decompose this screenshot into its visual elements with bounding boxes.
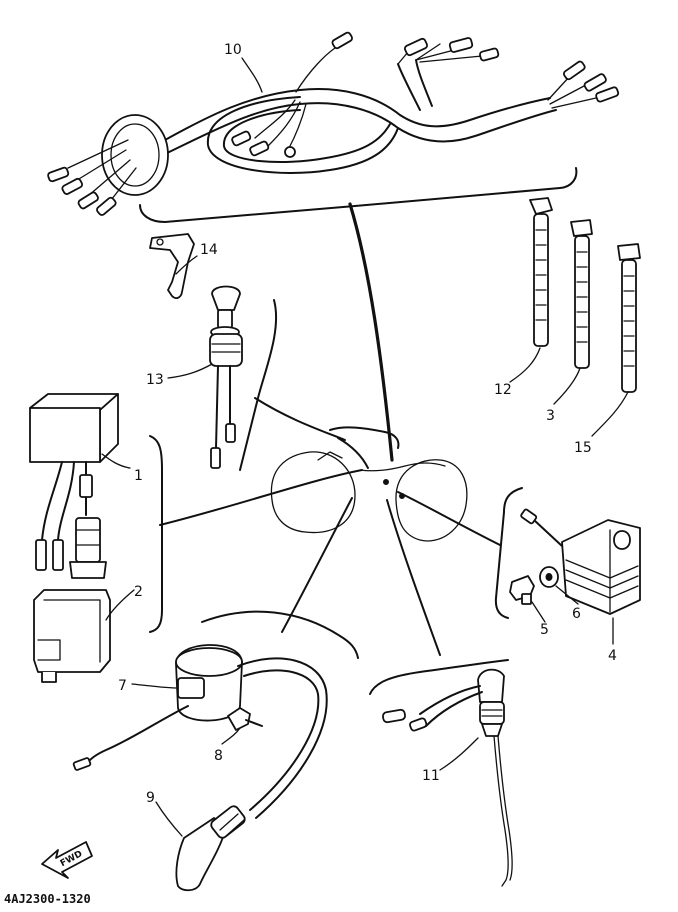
- wire-harness-10: [47, 31, 620, 223]
- rubber-cover-2: [33, 589, 111, 683]
- callout-leaders: [101, 57, 629, 837]
- part-label-7: 7: [118, 678, 127, 694]
- part-label-8: 8: [214, 748, 223, 764]
- part-label-10: 10: [224, 42, 242, 58]
- bracket-14: [149, 233, 195, 299]
- forward-arrow-icon: FWD: [41, 841, 93, 879]
- ignition-coil-7: [72, 610, 359, 819]
- regulator-4: [494, 487, 641, 619]
- drawing-code: 4AJ2300-1320: [4, 892, 91, 906]
- neutral-switch-11: [369, 659, 513, 887]
- part-label-11: 11: [422, 768, 440, 784]
- switch-13: [209, 285, 278, 471]
- part-label-3: 3: [546, 408, 555, 424]
- part-label-9: 9: [146, 790, 155, 806]
- part-label-12: 12: [494, 382, 512, 398]
- cdi-unit-1: [29, 393, 163, 633]
- motorcycle-frame-outline: [270, 426, 468, 542]
- bolt-5: [509, 575, 535, 605]
- part-label-6: 6: [572, 606, 581, 622]
- part-label-13: 13: [146, 372, 164, 388]
- part-label-1: 1: [134, 468, 143, 484]
- cable-ties: [529, 197, 641, 393]
- part-label-4: 4: [608, 648, 617, 664]
- part-label-15: 15: [574, 440, 592, 456]
- part-number-labels: 10 14 13 1 2 12 3 15 5 6 4 7 8 9 11: [118, 42, 617, 806]
- washer-6: [539, 566, 559, 588]
- part-label-2: 2: [134, 584, 143, 600]
- screw-8: [227, 707, 263, 731]
- part-label-5: 5: [540, 622, 549, 638]
- spark-plug-cap-9: [175, 805, 246, 892]
- part-label-14: 14: [200, 242, 218, 258]
